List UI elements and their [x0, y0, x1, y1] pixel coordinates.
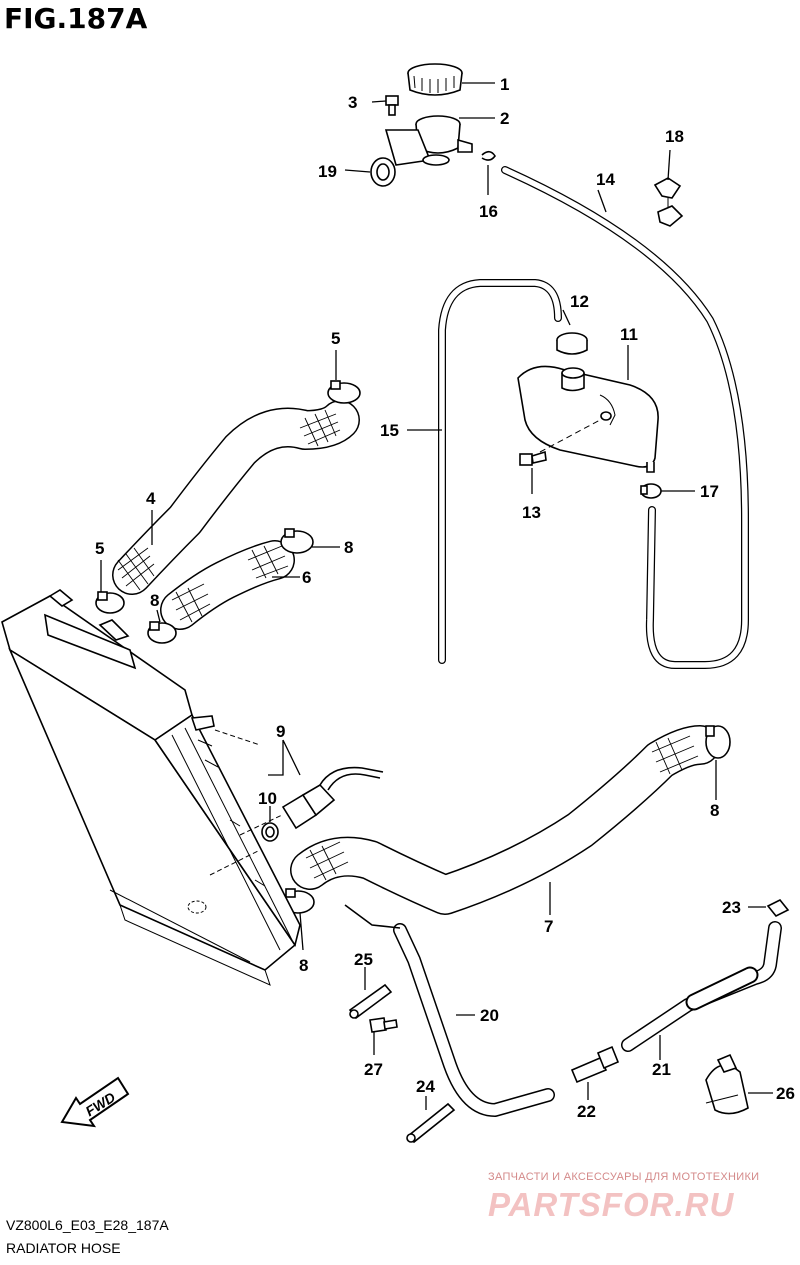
- callout-8-bottom: 8: [299, 956, 308, 975]
- watermark-tagline: ЗАПЧАСТИ И АКСЕССУАРЫ ДЛЯ МОТОТЕХНИКИ: [488, 1171, 760, 1183]
- callout-2: 2: [500, 109, 509, 128]
- bolt-27: [369, 1017, 398, 1033]
- clip-16: [481, 150, 496, 161]
- callout-19: 19: [318, 162, 337, 181]
- callout-13: 13: [522, 503, 541, 522]
- hose-clamp-8-upper: [280, 528, 314, 554]
- callout-23: 23: [722, 898, 741, 917]
- figure-code: VZ800L6_E03_E28_187A: [6, 1217, 169, 1233]
- callout-11: 11: [620, 325, 638, 344]
- callout-24: 24: [416, 1077, 435, 1096]
- figure-caption: RADIATOR HOSE: [6, 1240, 121, 1256]
- reservoir-tank: [517, 365, 659, 473]
- callout-21: 21: [652, 1060, 671, 1079]
- callout-3: 3: [348, 93, 357, 112]
- radiator: [1, 589, 301, 986]
- hose-clamp-8-right: [705, 725, 731, 759]
- leader-lines: [100, 82, 773, 1110]
- callout-8-left: 8: [150, 591, 159, 610]
- hose-6-hatch: [171, 545, 289, 623]
- callout-17: 17: [700, 482, 719, 501]
- figure-title: FIG.187A: [4, 2, 148, 35]
- bolt-13: [519, 450, 547, 466]
- callout-15: 15: [380, 421, 399, 440]
- bracket-24: [406, 1102, 456, 1144]
- hose-4-hatch: [117, 409, 341, 591]
- clamp-18: [653, 177, 684, 227]
- radiator-cap: [407, 63, 463, 96]
- hose-clamp-5-lower: [95, 591, 125, 614]
- callout-5-lower: 5: [95, 539, 104, 558]
- filler-neck: [384, 115, 473, 166]
- callout-7: 7: [544, 917, 553, 936]
- callout-8-upper: 8: [344, 538, 353, 557]
- watermark-brand: PARTSFOR.RU: [488, 1186, 735, 1223]
- clamp-17: [640, 483, 662, 499]
- callout-1: 1: [500, 75, 509, 94]
- joint-22: [570, 1045, 620, 1084]
- clamp-23: [766, 898, 790, 918]
- callout-4: 4: [146, 489, 156, 508]
- callout-9: 9: [276, 722, 285, 741]
- callout-18: 18: [665, 127, 684, 146]
- callout-20: 20: [480, 1006, 499, 1025]
- callout-22: 22: [577, 1102, 596, 1121]
- callout-5-upper: 5: [331, 329, 340, 348]
- callout-6: 6: [302, 568, 311, 587]
- fwd-arrow-icon: FWD: [60, 1076, 130, 1128]
- clamp-26: [705, 1053, 749, 1115]
- clamp-19: [370, 157, 396, 187]
- callout-27: 27: [364, 1060, 383, 1079]
- bracket-25: [348, 983, 393, 1020]
- hose-7-hatch: [305, 735, 699, 881]
- callout-10: 10: [258, 789, 277, 808]
- hose-clamp-5-upper: [327, 380, 361, 404]
- gasket-10: [261, 822, 279, 842]
- reservoir-cap: [556, 332, 588, 355]
- callout-numbers: 1 2 3 19 16 14 18 12 11 15 13 17 5 4 5 8…: [95, 75, 795, 1121]
- thermo-switch: [281, 766, 384, 830]
- callout-25: 25: [354, 950, 373, 969]
- callout-16: 16: [479, 202, 498, 221]
- callout-14: 14: [596, 170, 615, 189]
- hose-clamp-8-left: [147, 621, 177, 644]
- callout-26: 26: [776, 1084, 795, 1103]
- bolt-3: [385, 95, 399, 116]
- callout-12: 12: [570, 292, 589, 311]
- callout-8-right: 8: [710, 801, 719, 820]
